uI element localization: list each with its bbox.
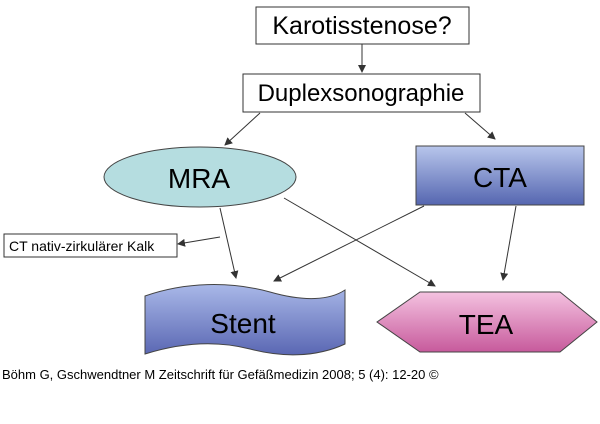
- edges: [177, 44, 517, 287]
- node-stent-label: Stent: [210, 308, 276, 339]
- edge-duplex-mra: [224, 112, 261, 146]
- node-mra: MRA: [103, 146, 297, 208]
- node-duplex: Duplexsonographie: [242, 73, 481, 113]
- node-mra-label: MRA: [168, 163, 231, 194]
- node-tea-label: TEA: [459, 309, 514, 340]
- node-start-label: Karotisstenose?: [272, 12, 451, 40]
- edge-mra-tea: [283, 197, 436, 287]
- node-tea: TEA: [376, 291, 598, 353]
- citation-caption: Böhm G, Gschwendtner M Zeitschrift für G…: [2, 367, 439, 382]
- node-ct-native: CT nativ-zirkulärer Kalk: [3, 233, 178, 258]
- node-duplex-label: Duplexsonographie: [258, 80, 465, 107]
- node-ct-native-label: CT nativ-zirkulärer Kalk: [9, 238, 155, 254]
- node-cta-label: CTA: [473, 162, 527, 193]
- edge-cta-tea: [500, 205, 517, 281]
- node-start: Karotisstenose?: [255, 6, 470, 45]
- edge-mra-ctnative: [177, 236, 221, 247]
- edge-duplex-cta: [464, 112, 496, 140]
- edge-cta-stent: [273, 205, 425, 282]
- node-stent: Stent: [144, 284, 346, 356]
- node-cta: CTA: [415, 145, 585, 206]
- edge-mra-stent: [219, 207, 239, 279]
